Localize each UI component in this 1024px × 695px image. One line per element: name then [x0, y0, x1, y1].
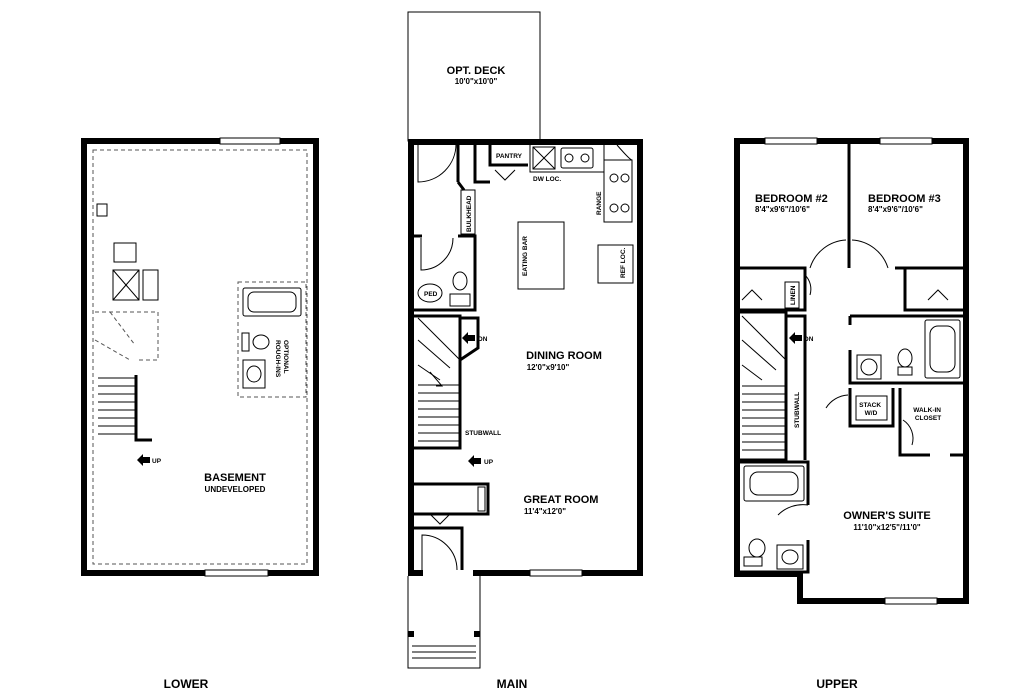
up-arrow-icon: [468, 455, 481, 467]
bulkhead-label: BULKHEAD: [466, 195, 473, 232]
deck-title: OPT. DECK: [447, 65, 506, 77]
dining-room-dim: 12'0"x9'10": [527, 363, 570, 372]
upper-dn-label: DN: [804, 336, 814, 343]
bedroom-2-title: BEDROOM #2: [755, 193, 828, 205]
level-label-upper: UPPER: [816, 677, 858, 691]
basement-note: UNDEVELOPED: [205, 485, 266, 494]
deck-dim: 10'0"x10'0": [455, 77, 498, 86]
eating-bar-label: EATING BAR: [522, 236, 529, 276]
owners-suite-title: OWNER'S SUITE: [843, 510, 931, 522]
level-label-lower: LOWER: [164, 677, 209, 691]
dn-arrow-icon: [462, 332, 475, 344]
optional-rough-ins-label: OPTIONAL ROUGH-INS: [274, 340, 289, 378]
main-up-label: UP: [484, 459, 494, 466]
stair: [98, 375, 152, 442]
stack-label: STACK W/D: [859, 402, 883, 417]
lower-level-plan: UP OPTIONAL ROUGH-INS BASEMENT UNDEVELOP…: [81, 137, 319, 577]
stubwall-label: STUBWALL: [465, 430, 501, 437]
dn-arrow-icon: [789, 332, 802, 344]
great-room-dim: 11'4"x12'0": [524, 507, 566, 516]
dw-loc-label: DW LOC.: [533, 176, 561, 183]
great-room-title: GREAT ROOM: [524, 494, 599, 506]
bedroom-2-dim: 8'4"x9'6"/10'6": [755, 205, 810, 214]
range-label: RANGE: [596, 191, 603, 215]
upper-stair: [740, 310, 807, 462]
owners-suite-dim: 11'10"x12'5"/11'0": [853, 523, 921, 532]
upper-level-plan: LINEN BEDROOM #2 8'4"x9'6"/10'6" BEDROOM…: [734, 137, 969, 605]
level-label-main: MAIN: [497, 677, 528, 691]
main-level-plan: OPT. DECK 10'0"x10'0" PANTRY DW LOC. RAN…: [407, 11, 643, 669]
pantry-label: PANTRY: [496, 153, 523, 160]
bedroom-3-title: BEDROOM #3: [868, 193, 941, 205]
main-stair: [414, 314, 480, 450]
main-dn-label: DN: [478, 336, 488, 343]
up-label: UP: [152, 458, 162, 465]
dining-room-title: DINING ROOM: [526, 350, 602, 362]
bedroom-3-dim: 8'4"x9'6"/10'6": [868, 205, 923, 214]
ref-loc-label: REF LOC.: [620, 247, 627, 278]
upper-stubwall-label: STUBWALL: [794, 392, 801, 428]
walk-in-closet-label: WALK-IN CLOSET: [913, 407, 943, 422]
basement-title: BASEMENT: [204, 472, 266, 484]
ped-label: PED: [424, 291, 438, 298]
up-arrow-icon: [137, 454, 150, 466]
linen-label: LINEN: [790, 285, 797, 305]
